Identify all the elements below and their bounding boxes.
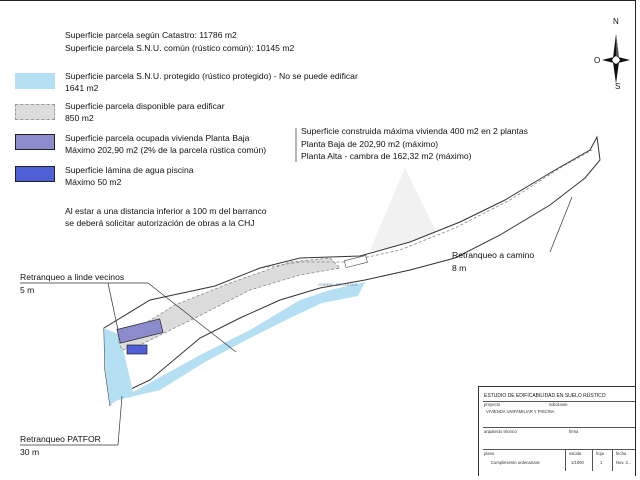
leader-patfor-b — [117, 395, 123, 446]
legend-value-pool: Máximo 50 m2 — [65, 177, 122, 187]
setback-patfor-value: 30 m — [20, 447, 40, 457]
setback-vecinos-value: 5 m — [20, 285, 35, 295]
arquitecto-label: arquitecto técnico — [484, 429, 517, 434]
legend-swatch-protected — [15, 73, 55, 89]
legend-value-house: Máximo 202,90 m2 (2% de la parcela rústi… — [65, 145, 267, 155]
title-block: ESTUDIO DE EDIFICABILIDAD EN SUELO RÚSTI… — [478, 386, 636, 476]
construida-note-2: Planta Baja de 202,90 m2 (máximo) — [301, 139, 439, 149]
firma-label: firma — [569, 429, 579, 434]
parcel-outline — [103, 135, 601, 407]
hoja-value: 1 — [600, 460, 603, 465]
leader-camino — [549, 196, 573, 253]
protected-area — [104, 282, 365, 405]
shed-footprint — [343, 255, 368, 268]
legend-swatch-house — [15, 134, 55, 150]
legend-value-available: 850 m2 — [65, 113, 94, 123]
construida-note-3: Planta Alta - cambra de 162,32 m2 (máxim… — [301, 151, 472, 161]
setback-patfor-label: Retranqueo PATFOR — [20, 434, 101, 444]
construida-note-1: Superficie construida máxima vivienda 40… — [301, 126, 528, 136]
setback-camino-label: Retranqueo a camino — [452, 250, 535, 260]
legend-swatch-pool — [15, 166, 55, 182]
setback-vecinos-label: Retranqueo a linde vecinos — [20, 272, 125, 282]
fecha-value: Nov. 2... — [616, 460, 632, 465]
catastro-surface: Superficie parcela según Catastro: 11786… — [65, 30, 237, 40]
plano-label: plano — [484, 451, 495, 456]
camino-setback-line — [261, 149, 593, 269]
barranco-note-2: se deberá solicitar autorización de obra… — [65, 218, 255, 228]
leader-vecinos-c — [147, 282, 237, 353]
leader-vecinos-b — [107, 282, 119, 331]
compass-south: S — [615, 82, 621, 91]
legend-swatch-available — [15, 104, 55, 120]
common-surface: Superficie parcela S.N.U. común (rústico… — [65, 43, 295, 53]
title-block-sep-1 — [565, 449, 566, 471]
watermark-shape — [370, 168, 445, 250]
pool-footprint — [126, 344, 148, 355]
proyecto-value: VIVIENDA UNIFAMILIAR Y PISCINA — [486, 409, 555, 414]
solicitante-label: solicitante — [549, 402, 568, 407]
proyecto-label: proyecto — [484, 402, 501, 407]
title-block-title: ESTUDIO DE EDIFICABILIDAD EN SUELO RÚSTI… — [484, 393, 606, 399]
stream-label: CORRAL DE COIXES — [318, 282, 358, 287]
title-block-rule-3 — [483, 449, 635, 450]
title-block-rule-1 — [483, 401, 635, 402]
title-block-sep-3 — [612, 449, 613, 471]
escala-label: escala — [569, 451, 582, 456]
title-block-sep-2 — [592, 449, 593, 471]
legend-label-available: Superficie parcela disponible para edifi… — [65, 101, 225, 111]
compass-west: O — [594, 56, 601, 65]
plano-value: Cumplimiento ordenanzas — [491, 460, 540, 465]
hoja-label: hoja — [596, 451, 604, 456]
north-arrow-icon — [602, 34, 630, 84]
setback-camino-value: 8 m — [452, 263, 467, 273]
compass-north: N — [613, 17, 619, 26]
legend-value-protected: 1641 m2 — [65, 83, 99, 93]
legend-label-pool: Superficie lámina de agua piscina — [65, 165, 194, 175]
escala-value: 1/1000 — [571, 460, 584, 465]
legend-label-protected: Superficie parcela S.N.U. protegido (rús… — [65, 71, 358, 81]
barranco-note-1: Al estar a una distancia inferior a 100 … — [65, 206, 267, 216]
house-footprint — [116, 318, 164, 344]
fecha-label: fecha — [616, 451, 627, 456]
legend-label-house: Superficie parcela ocupada vivienda Plan… — [65, 133, 250, 143]
title-block-rule-2 — [483, 427, 635, 428]
